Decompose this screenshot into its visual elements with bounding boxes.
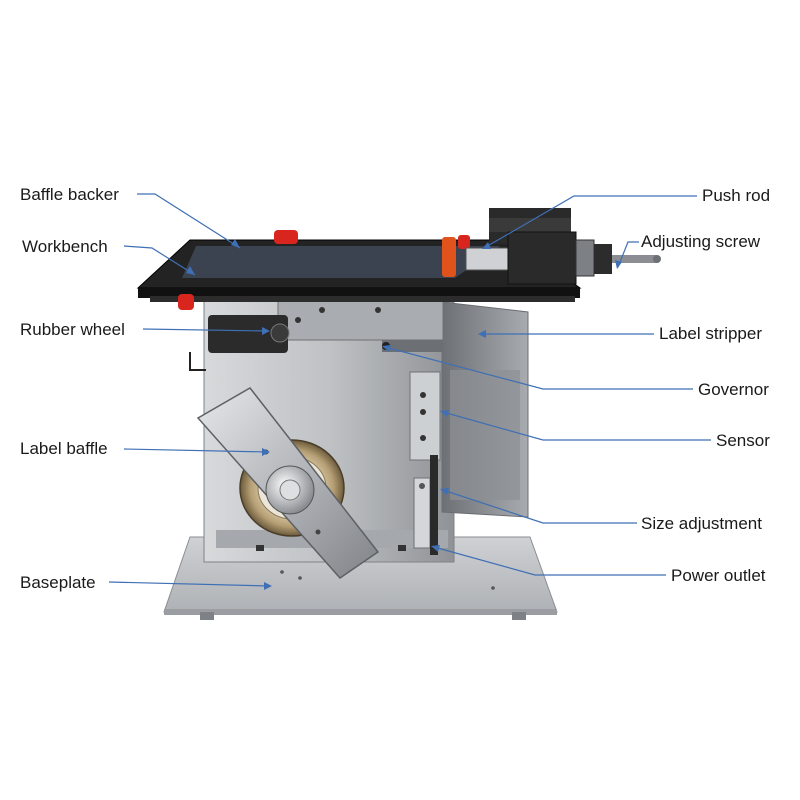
leader-line-label-baffle (123, 448, 269, 453)
label-baffle-shape (196, 387, 380, 579)
label-power-outlet: Power outlet (671, 566, 766, 585)
arrowhead-push-rod (482, 242, 491, 249)
label-adjusting-screw: Adjusting screw (641, 232, 761, 251)
label-baffle-backer: Baffle backer (20, 185, 119, 204)
arrowheads-right (382, 242, 622, 552)
arrowhead-rubber-wheel (262, 327, 270, 335)
red-knobs (178, 230, 470, 310)
arrowhead-power-outlet (431, 545, 440, 552)
arrowhead-label-stripper (478, 330, 486, 338)
label-governor: Governor (698, 380, 769, 399)
leader-line-governor (384, 346, 693, 390)
label-baseplate: Baseplate (20, 573, 96, 592)
label-push-rod: Push rod (702, 186, 771, 205)
label-size-adjustment: Size adjustment (641, 514, 762, 533)
label-label-stripper: Label stripper (659, 324, 763, 343)
arrowhead-baseplate (264, 582, 272, 590)
leader-line-baffle-backer (137, 193, 241, 249)
label-label-baffle: Label baffle (20, 439, 108, 458)
leader-line-rubber-wheel (142, 328, 269, 332)
push-rod-assembly (465, 208, 661, 285)
arrowheads-left (186, 239, 272, 590)
arrowhead-workbench (186, 266, 195, 275)
leader-line-sensor (442, 411, 711, 441)
leader-line-size-adjustment (442, 489, 637, 524)
arrowhead-size-adjustment (440, 488, 449, 495)
leader-line-baseplate (108, 581, 271, 587)
arrowhead-label-baffle (262, 448, 270, 456)
leader-line-push-rod (483, 195, 697, 249)
label-rubber-wheel: Rubber wheel (20, 320, 125, 339)
arrowhead-sensor (440, 410, 449, 417)
leader-lines-left (108, 193, 271, 587)
leader-lines-right (384, 195, 711, 576)
arrowhead-governor (382, 345, 391, 352)
leader-line-adjusting-screw (617, 241, 639, 268)
leader-line-power-outlet (433, 546, 666, 576)
label-workbench: Workbench (22, 237, 108, 256)
roller-bar (208, 299, 444, 353)
leader-line-workbench (123, 245, 196, 276)
arrowhead-adjusting-screw (615, 260, 622, 269)
arrowhead-baffle-backer (231, 239, 240, 248)
label-sensor: Sensor (716, 431, 770, 450)
